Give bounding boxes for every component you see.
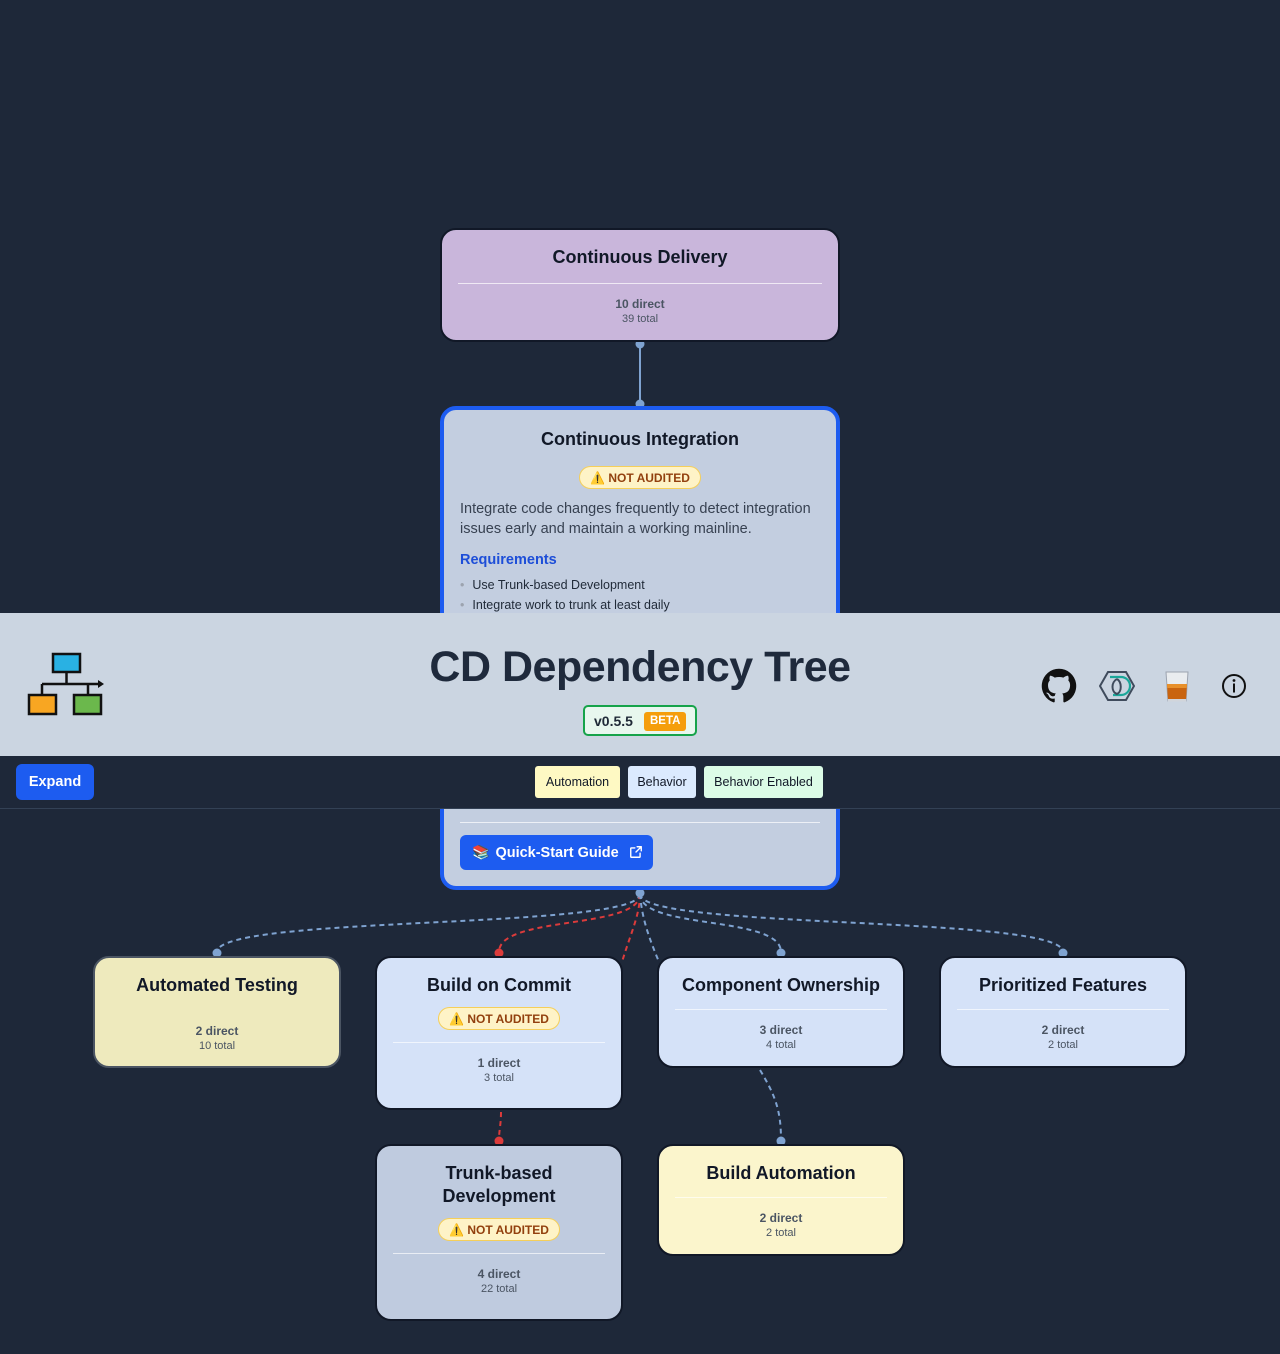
edge-ci-trunk-based: [621, 893, 641, 963]
legend-behavior-enabled: Behavior Enabled: [704, 766, 823, 798]
node-title: Build Automation: [706, 1163, 856, 1183]
dojo-consortium-icon: [1098, 671, 1136, 701]
expand-button[interactable]: Expand: [16, 764, 94, 800]
node-divider: [393, 1042, 605, 1043]
not-audited-badge: ⚠️ NOT AUDITED: [579, 466, 701, 489]
node-divider: [675, 1197, 887, 1198]
dependency-tree-logo-icon: [27, 652, 104, 716]
node-direct-count: 2 direct: [759, 1211, 803, 1225]
node-total-count: 39 total: [621, 313, 659, 325]
node-divider: [458, 283, 822, 284]
node-title: Automated Testing: [136, 975, 298, 995]
node-title: Continuous Delivery: [552, 247, 728, 267]
legend-automation: Automation: [535, 766, 620, 798]
edge-co-build-automation: [759, 1069, 782, 1141]
node-title: Trunk-based Development: [442, 1163, 556, 1206]
node-build-automation[interactable]: Build Automation 2 direct 2 total: [657, 1144, 905, 1256]
node-continuous-delivery[interactable]: Continuous Delivery 10 direct 39 total: [440, 228, 840, 342]
node-prioritized-features[interactable]: Prioritized Features 2 direct 2 total: [939, 956, 1187, 1068]
bullet: •: [460, 578, 465, 592]
node-divider: [957, 1009, 1169, 1010]
edge-ci-component-branch: [639, 893, 660, 963]
github-icon: [1041, 668, 1077, 703]
node-total-count: 3 total: [484, 1072, 514, 1084]
info-icon: [1222, 674, 1246, 698]
whiskey-glass-icon: [1165, 671, 1189, 702]
books-icon: 📚: [472, 844, 490, 860]
node-title: Build on Commit: [427, 975, 571, 995]
github-button[interactable]: [1041, 668, 1077, 704]
requirement-item: •Use Trunk-based Development: [460, 578, 645, 592]
node-title: Prioritized Features: [978, 975, 1148, 995]
app-header: CD Dependency Tree v0.5.5 BETA: [0, 613, 1280, 756]
node-total-count: 22 total: [480, 1283, 518, 1295]
edge-ci-component-ownership: [639, 893, 782, 953]
bullet: •: [460, 598, 465, 612]
node-total-count: 4 total: [766, 1039, 796, 1051]
edge-ci-automated-testing: [216, 893, 641, 953]
node-divider: [393, 1253, 605, 1254]
not-audited-badge: ⚠️ NOT AUDITED: [438, 1007, 560, 1030]
node-build-on-commit[interactable]: Build on Commit ⚠️ NOT AUDITED 1 direct …: [375, 956, 623, 1110]
node-title: Continuous Integration: [541, 429, 739, 449]
node-direct-count: 2 direct: [1041, 1023, 1085, 1037]
legend-behavior: Behavior: [628, 766, 696, 798]
beta-tag: BETA: [644, 712, 687, 731]
edge-boc-trunk: [498, 1111, 502, 1141]
edge-ci-build-on-commit: [498, 893, 641, 953]
node-title: Component Ownership: [682, 975, 880, 995]
quick-start-guide-button[interactable]: 📚Quick-Start Guide: [460, 835, 653, 870]
info-button[interactable]: [1216, 668, 1252, 704]
node-direct-count: 10 direct: [615, 297, 665, 311]
node-total-count: 10 total: [198, 1040, 236, 1052]
node-automated-testing[interactable]: Automated Testing 2 direct 10 total: [93, 956, 341, 1068]
node-total-count: 2 total: [766, 1227, 796, 1239]
node-component-ownership[interactable]: Component Ownership 3 direct 4 total: [657, 956, 905, 1068]
node-direct-count: 2 direct: [195, 1024, 239, 1038]
version-number: v0.5.5: [594, 713, 633, 729]
requirements-heading: Requirements: [460, 552, 557, 568]
node-description: Integrate code changes frequently to det…: [460, 501, 811, 537]
node-direct-count: 4 direct: [477, 1267, 521, 1281]
dojo-consortium-button[interactable]: [1098, 668, 1136, 704]
external-link-icon: [629, 846, 642, 858]
node-divider: [675, 1009, 887, 1010]
node-total-count: 2 total: [1048, 1039, 1078, 1051]
node-direct-count: 3 direct: [759, 1023, 803, 1037]
app-title: CD Dependency Tree: [429, 643, 851, 691]
buy-me-a-drink-button[interactable]: [1159, 668, 1195, 704]
node-direct-count: 1 direct: [477, 1056, 521, 1070]
version-badge: v0.5.5 BETA: [583, 705, 697, 736]
edge-ci-prioritized-features: [639, 893, 1064, 953]
toolbar: Expand Automation Behavior Behavior Enab…: [0, 756, 1280, 809]
node-trunk-based-development[interactable]: Trunk-based Development ⚠️ NOT AUDITED 4…: [375, 1144, 623, 1321]
not-audited-badge: ⚠️ NOT AUDITED: [438, 1218, 560, 1241]
node-divider: [460, 822, 820, 823]
requirement-item: •Integrate work to trunk at least daily: [460, 598, 670, 612]
